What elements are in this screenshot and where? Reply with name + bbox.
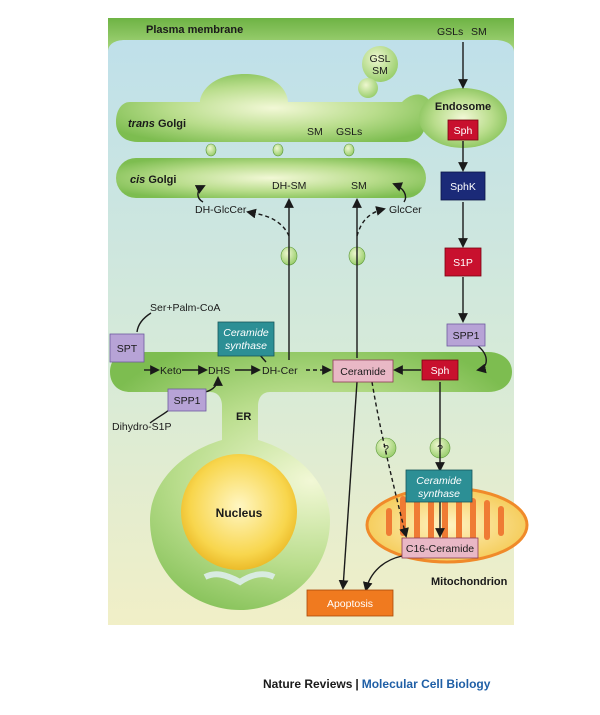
nuclear-pore-gap bbox=[203, 571, 276, 586]
golgi-vesicle-1 bbox=[205, 143, 217, 157]
ceramide-synthase-mito-box bbox=[405, 469, 473, 503]
dhs-label: DHS bbox=[208, 365, 230, 377]
endosome bbox=[419, 88, 507, 148]
apoptosis-box bbox=[306, 589, 394, 617]
pm-gsls-label: GSLs bbox=[437, 26, 463, 38]
mitochondrion-cristae bbox=[386, 496, 504, 542]
trans-gsls-label: GSLs bbox=[336, 126, 362, 138]
ceramide-synthase-er-label-1: Ceramide bbox=[223, 327, 269, 339]
sph-er-box bbox=[421, 359, 459, 381]
plasma-membrane bbox=[108, 18, 514, 52]
spt-label: SPT bbox=[117, 343, 138, 355]
keto-label: Keto bbox=[160, 365, 182, 377]
sphk-label: SphK bbox=[450, 181, 476, 193]
pathway-arrows bbox=[136, 42, 487, 592]
s1p-box bbox=[444, 247, 482, 277]
cis-dhsm-label: DH-SM bbox=[272, 180, 306, 192]
trans-golgi bbox=[116, 74, 431, 142]
endosome-label: Endosome bbox=[435, 101, 491, 113]
nucleus bbox=[181, 454, 297, 570]
pm-sm-label: SM bbox=[471, 26, 487, 38]
nucleus-label: Nucleus bbox=[216, 506, 263, 520]
sph-endosome-label: Sph bbox=[454, 125, 473, 137]
ceramide-label: Ceramide bbox=[340, 366, 386, 378]
c16-ceramide-label: C16-Ceramide bbox=[406, 543, 474, 555]
glccer-label: GlcCer bbox=[389, 204, 422, 216]
cis-golgi-label: cis Golgi bbox=[130, 174, 176, 186]
cis-sm-label: SM bbox=[351, 180, 367, 192]
question-left-label: ? bbox=[383, 443, 389, 455]
ceramide-synthase-mito-label-2: synthase bbox=[418, 488, 460, 500]
gsl-sm-vesicle bbox=[362, 46, 398, 82]
golgi-vesicle-2 bbox=[272, 143, 284, 157]
dh-cer-label: DH-Cer bbox=[262, 365, 298, 377]
c16-ceramide-box bbox=[401, 537, 479, 559]
golgi-vesicle-3 bbox=[343, 143, 355, 157]
vesicle-sm-label: SM bbox=[372, 65, 388, 77]
journal-footer: Nature Reviews|Molecular Cell Biology bbox=[263, 677, 490, 691]
question-vesicle-left bbox=[375, 437, 397, 459]
spp1-left-box bbox=[167, 388, 207, 412]
apoptosis-label: Apoptosis bbox=[327, 598, 373, 610]
ceramide-box bbox=[332, 359, 394, 383]
trans-sm-label: SM bbox=[307, 126, 323, 138]
footer-separator: | bbox=[355, 677, 359, 691]
dh-glccer-label: DH-GlcCer bbox=[195, 204, 247, 216]
vesicle-gsl-label: GSL bbox=[369, 53, 390, 65]
spt-box bbox=[109, 333, 145, 363]
cis-golgi bbox=[116, 158, 426, 198]
spp1-left-label: SPP1 bbox=[174, 395, 201, 407]
sphk-box bbox=[440, 171, 486, 201]
er-label: ER bbox=[236, 411, 251, 423]
s1p-label: S1P bbox=[453, 257, 473, 269]
sph-endosome-box bbox=[447, 119, 479, 141]
dihydro-s1p-label: Dihydro-S1P bbox=[112, 421, 172, 433]
plasma-membrane-label: Plasma membrane bbox=[146, 24, 243, 36]
mitochondrion-label: Mitochondrion bbox=[431, 576, 508, 588]
journal-name: Nature Reviews bbox=[263, 677, 353, 691]
ceramide-synthase-er-label-2: synthase bbox=[225, 340, 267, 352]
ceramide-synthase-er-box bbox=[217, 321, 275, 357]
spp1-right-box bbox=[446, 323, 486, 347]
ser-palm-coa-label: Ser+Palm-CoA bbox=[150, 302, 220, 314]
sph-er-label: Sph bbox=[431, 365, 450, 377]
journal-section: Molecular Cell Biology bbox=[361, 677, 491, 691]
ceramide-synthase-mito-label-1: Ceramide bbox=[416, 475, 462, 487]
small-vesicle bbox=[358, 78, 378, 98]
trans-golgi-label: trans Golgi bbox=[128, 118, 186, 130]
spp1-right-label: SPP1 bbox=[453, 330, 480, 342]
